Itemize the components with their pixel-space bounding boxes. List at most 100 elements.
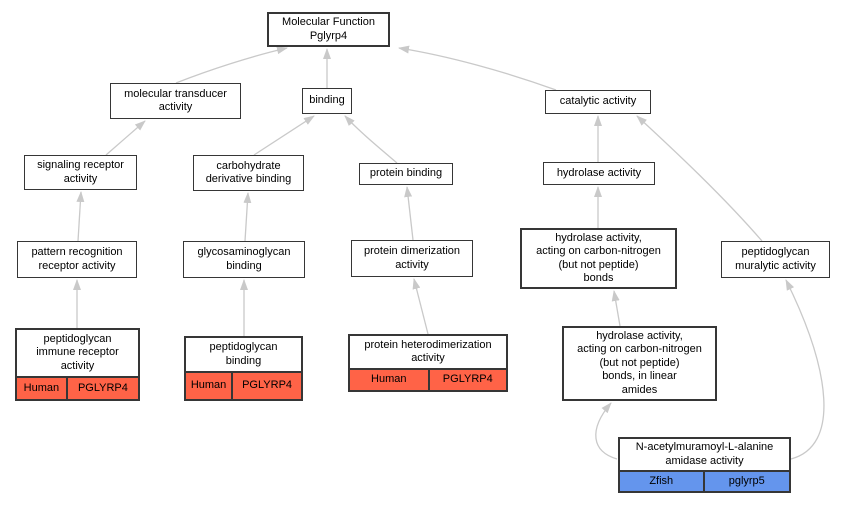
node-label-line: catalytic activity [559,95,637,108]
node-label: hydrolase activity [544,163,654,184]
annotation-gene-cell[interactable]: PGLYRP4 [442,373,493,386]
node-protein-binding[interactable]: protein binding [359,163,453,185]
node-label-line: Pglyrp4 [309,29,348,42]
node-binding[interactable]: binding [302,88,352,114]
node-label-line: acting on carbon-nitrogen [577,343,702,356]
node-label-line: carbohydrate [216,159,281,172]
node-label-line: Molecular Function [282,16,375,28]
node-label-line: glycosaminoglycan [197,246,291,258]
annotation-organism-cell[interactable]: Human [17,378,68,399]
node-label: binding [303,89,351,113]
edge-n-acetylmuramoyl-l-alanine-amidase-activity-to-hydrolase-activity-cn-linear-amides [595,402,618,460]
edge-catalytic-activity-to-molecular-function-pglyrp4 [398,45,557,91]
edge-protein-binding-to-binding [344,115,398,164]
node-label-line: binding [226,259,262,272]
annotation-band: Human PGLYRP4 [17,376,138,399]
node-label-line: activity [60,359,95,372]
node-label-line: N-acetylmuramoyl-L-alanine [635,441,774,453]
edge-protein-dimerization-activity-to-protein-binding [404,186,414,241]
node-label-line: derivative binding [205,173,292,185]
node-label-line: pattern recognition [31,246,123,258]
edge-peptidoglycan-muralytic-activity-to-catalytic-activity [636,115,763,242]
node-label-line: molecular transducer [124,87,227,100]
edge-hydrolase-activity-cn-linear-amides-to-hydrolase-activity-cn-bonds [611,290,621,327]
node-label-line: binding [309,94,345,107]
node-label-line: hydrolase activity, [555,231,642,244]
edge-pattern-recognition-receptor-activity-to-signaling-receptor-activity [76,191,85,242]
annotation-gene-cell[interactable]: PGLYRP4 [77,381,128,394]
annotation-gene-cell[interactable]: PGLYRP4 [242,379,293,392]
edge-molecular-transducer-activity-to-molecular-function-pglyrp4 [175,46,288,84]
node-label-line: (but not peptide) [558,258,639,271]
node-label: protein binding [360,164,452,184]
annotation-organism-cell[interactable]: Human [186,373,234,399]
node-hydrolase-activity[interactable]: hydrolase activity [543,162,655,185]
node-label: hydrolase activity,acting on carbon-nitr… [564,328,715,399]
node-label-line: activity [411,352,445,364]
edge-glycosaminoglycan-binding-to-carbohydrate-derivative-binding [243,192,252,242]
node-label-line: activity [395,258,429,271]
node-label-line: peptidoglycan [43,332,112,345]
node-label-line: (but not peptide) [599,356,680,369]
annotation-band: Zfish pglyrp5 [620,470,789,491]
node-label-line: protein dimerization [364,245,460,257]
node-label-line: acting on carbon-nitrogen [536,245,661,257]
node-label-line: activity [158,101,193,113]
node-label-line: amides [621,383,658,396]
node-label: catalytic activity [546,91,650,113]
annotation-gene-cell[interactable]: pglyrp5 [728,474,765,487]
edge-signaling-receptor-activity-to-molecular-transducer-activity [105,120,146,156]
node-label-line: activity [63,172,98,185]
node-label-line: receptor activity [38,259,116,272]
node-label-line: binding [225,354,262,367]
annotation-organism-cell[interactable]: Human [350,370,430,390]
node-hydrolase-activity-cn-bonds[interactable]: hydrolase activity,acting on carbon-nitr… [520,228,677,289]
annotation-organism-cell[interactable]: Zfish [620,472,705,491]
annotation-band: Human PGLYRP4 [350,368,506,390]
node-label-line: hydrolase activity, [596,329,683,342]
node-label-line: protein binding [369,167,443,180]
node-label: hydrolase activity,acting on carbon-nitr… [522,230,675,287]
node-label-line: amidase activity [665,454,744,467]
edge-protein-heterodimerization-activity-to-protein-dimerization-activity [412,278,429,335]
node-label-line: hydrolase activity [556,166,642,179]
node-label-line: protein heterodimerization [364,338,492,351]
node-label-line: signaling receptor [37,159,124,171]
annotation-band: Human PGLYRP4 [186,371,301,399]
node-catalytic-activity[interactable]: catalytic activity [545,90,651,114]
edge-carbohydrate-derivative-binding-to-binding [253,115,315,156]
node-label-line: muralytic activity [735,259,816,272]
node-hydrolase-activity-cn-linear-amides[interactable]: hydrolase activity,acting on carbon-nitr… [562,326,717,401]
edge-n-acetylmuramoyl-l-alanine-amidase-activity-to-peptidoglycan-muralytic-activity [785,279,825,460]
node-label-line: bonds [583,272,614,284]
node-label-line: peptidoglycan [209,341,278,353]
node-label-line: peptidoglycan [741,246,810,258]
node-label-line: bonds, in linear [602,370,677,383]
node-label-line: immune receptor [36,346,119,359]
